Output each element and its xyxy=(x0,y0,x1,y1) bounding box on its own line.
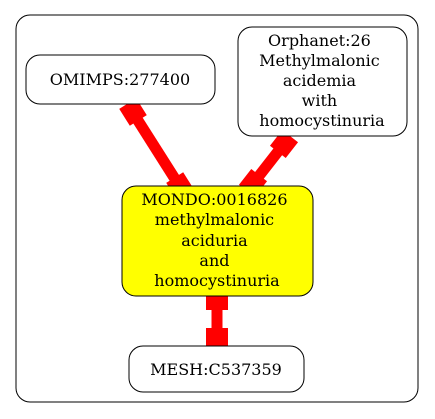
node-mesh-line-1: MESH:C537359 xyxy=(150,360,282,379)
node-orphanet-line-1: Orphanet:26 xyxy=(268,31,371,50)
node-mesh-label: MESH:C537359 xyxy=(150,360,282,379)
node-mondo-box xyxy=(121,185,314,297)
node-mondo-line-4: and xyxy=(199,251,229,270)
edge-mondo-to-mesh xyxy=(206,290,228,348)
edge-omimps-to-mondo xyxy=(119,98,194,200)
node-mondo-line-2: methylmalonic xyxy=(155,210,274,229)
node-orphanet-line-4: with xyxy=(302,91,338,110)
node-omimps[interactable]: OMIMPS:277400 xyxy=(25,54,216,105)
node-orphanet-line-3: acidemia xyxy=(283,71,357,90)
node-orphanet[interactable]: Orphanet:26 Methylmalonic acidemia with … xyxy=(237,26,408,137)
node-orphanet-box xyxy=(237,26,408,137)
node-orphanet-line-5: homocystinuria xyxy=(259,111,385,130)
node-mondo-line-5: homocystinuria xyxy=(154,271,280,290)
node-mondo-line-3: aciduria xyxy=(181,231,248,250)
node-omimps-box xyxy=(25,54,216,105)
node-orphanet-line-2: Methylmalonic xyxy=(259,51,380,70)
node-mondo-label: MONDO:0016826 methylmalonic aciduria and… xyxy=(141,190,292,290)
node-omimps-line-1: OMIMPS:277400 xyxy=(50,70,190,89)
node-mondo[interactable]: MONDO:0016826 methylmalonic aciduria and… xyxy=(121,185,314,297)
node-orphanet-label: Orphanet:26 Methylmalonic acidemia with … xyxy=(259,31,385,130)
node-omimps-label: OMIMPS:277400 xyxy=(50,70,190,89)
node-mesh[interactable]: MESH:C537359 xyxy=(128,345,305,393)
node-mondo-line-1: MONDO:0016826 xyxy=(141,190,287,209)
node-mesh-box xyxy=(128,345,305,393)
cluster-border xyxy=(15,14,419,403)
